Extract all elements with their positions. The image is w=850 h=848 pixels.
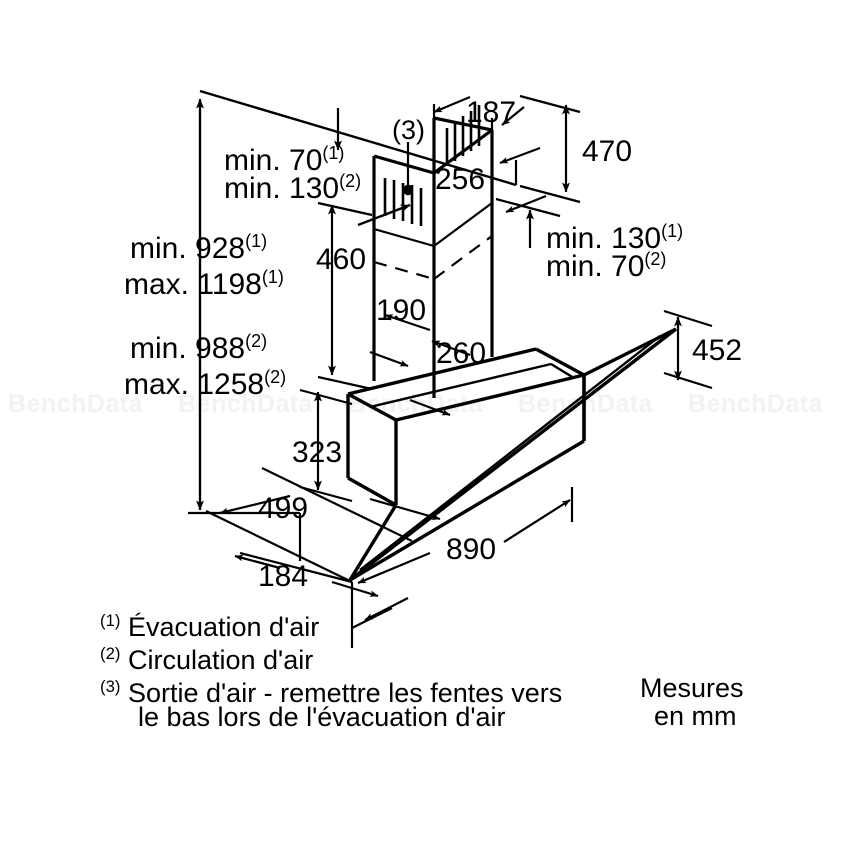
legend-text-1: Évacuation d'air (127, 612, 320, 642)
dim-260: 260 (436, 337, 487, 370)
dim-min-130-2: min. 130(2) (224, 171, 362, 205)
dim-890: 890 (446, 533, 497, 566)
dim-187: 187 (466, 96, 517, 129)
ceiling-reference-line (199, 89, 517, 187)
legend-text-3: Sortie d'air - remettre les fentes vers (127, 678, 563, 708)
dim-499: 499 (258, 492, 309, 525)
dimline-256 (499, 146, 547, 214)
legend-item-3-cont: le bas lors de l'évacuation d'air (138, 702, 506, 732)
units-note-line2: en mm (654, 701, 737, 731)
vent-slots-side (445, 105, 481, 166)
chimney-hidden-lines (373, 235, 493, 281)
units-note-line1: Mesures (640, 673, 744, 703)
dim-184: 184 (258, 560, 309, 593)
legend-marker-3: (3) (100, 677, 121, 696)
vent-slot-marker-dot (402, 184, 414, 196)
dimline-323 (299, 388, 353, 503)
dim-max-1198-1: max. 1198(1) (124, 267, 284, 301)
chimney-seam-lines (373, 202, 493, 248)
dimline-184 (234, 554, 379, 598)
legend-item-1: (1) Évacuation d'air (100, 612, 319, 644)
legend-item-3: (3) Sortie d'air - remettre les fentes v… (100, 678, 562, 710)
dim-256: 256 (435, 163, 486, 196)
dim-460: 460 (316, 243, 367, 276)
dim-min-988-2: min. 988(2) (130, 331, 268, 365)
legend-marker-2: (2) (100, 644, 121, 663)
projection-lines-bottom (205, 467, 413, 628)
dim-min-928-1: min. 928(1) (130, 231, 268, 265)
dimline-min130-min70-right (495, 197, 561, 248)
legend-text-2: Circulation d'air (127, 645, 314, 675)
dimline-460 (317, 201, 373, 391)
dimline-452 (663, 309, 713, 390)
dim-min-70-1: min. 70(1) (224, 143, 345, 177)
dimline-890 (357, 487, 574, 585)
dim-470: 470 (582, 135, 633, 168)
canopy-deck-inner (369, 362, 575, 409)
chimney-callout-3: (3) (392, 115, 425, 145)
vent-slots-front (383, 178, 423, 226)
dimline-187 (432, 95, 525, 130)
dim-452: 452 (692, 334, 743, 367)
angled-glass-panel (348, 327, 678, 582)
dimline-499 (219, 494, 441, 521)
legend-marker-1: (1) (100, 611, 121, 630)
glass-inner-seam (359, 335, 661, 571)
legend-item-2: (2) Circulation d'air (100, 645, 313, 677)
dim-min-130-1-right: min. 130(1) (546, 221, 684, 255)
dim-max-1258-2: max. 1258(2) (124, 367, 287, 401)
dim-190: 190 (376, 294, 427, 327)
dimline-470 (519, 94, 581, 204)
dim-min-70-2-right: min. 70(2) (546, 249, 667, 283)
dimline-260 (409, 339, 471, 417)
leader-line-footnote1 (350, 597, 409, 648)
dim-323: 323 (292, 436, 343, 469)
dimline-190 (369, 313, 431, 368)
airflow-arrow-chimney (357, 203, 411, 227)
